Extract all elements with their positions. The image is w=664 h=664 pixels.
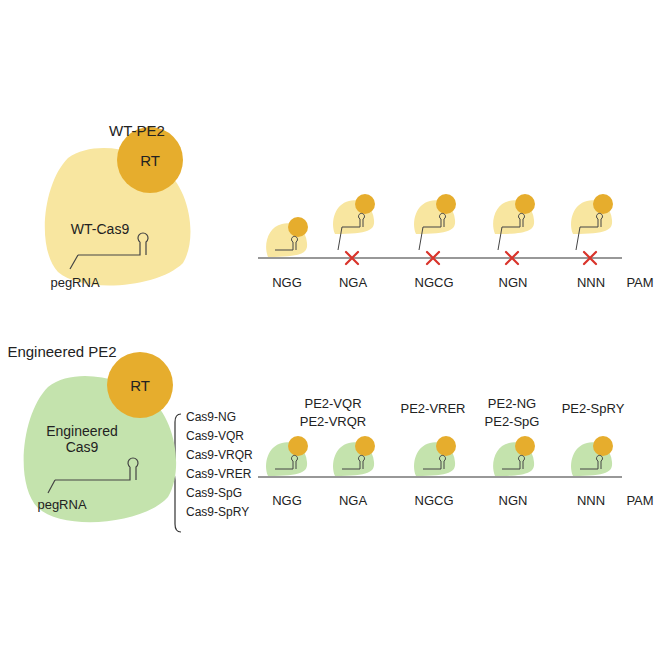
variant-name: Cas9-SpRY <box>186 506 249 520</box>
editor-name: PE2-VRER <box>400 402 465 417</box>
variant-name: Cas9-VRQR <box>186 449 253 463</box>
dna-line <box>258 257 622 258</box>
pam-label: NGCG <box>415 494 454 509</box>
pam-label: NGN <box>499 494 528 509</box>
red-x <box>346 252 596 264</box>
cas9-label: WT-Cas9 <box>71 221 129 237</box>
rt-circle: RT <box>107 352 173 418</box>
variant-name: Cas9-SpG <box>186 487 242 501</box>
editor-name: PE2-VQR <box>304 397 361 412</box>
variant-name: Cas9-VQR <box>186 430 244 444</box>
rt-label: RT <box>130 377 150 394</box>
dna-line <box>258 476 622 477</box>
editor-name: PE2-NG <box>488 397 536 412</box>
variant-name: Cas9-NG <box>186 411 236 425</box>
pam-label: PAM <box>626 494 653 509</box>
engineered-pe2-icon <box>266 436 613 476</box>
editor-name: PE2-SpG <box>485 415 540 430</box>
pe2-icon-raised <box>333 194 613 234</box>
pam-label: NGG <box>272 276 302 291</box>
pe2-icon <box>266 217 308 257</box>
editor-name: PE2-SpRY <box>562 402 625 417</box>
pam-label: NGG <box>272 494 302 509</box>
pegrna-label: pegRNA <box>37 498 86 513</box>
pam-label: NNN <box>577 276 605 291</box>
section-heading: Engineered PE2 <box>7 343 116 360</box>
editor-name: PE2-VRQR <box>300 415 366 430</box>
pam-label: PAM <box>626 276 653 291</box>
rt-label: RT <box>140 152 160 169</box>
cas9-shape: WT-PE2WT-Cas9RT <box>38 148 193 288</box>
pegrna-label: pegRNA <box>50 276 99 291</box>
pam-label: NGCG <box>415 276 454 291</box>
pam-label: NGA <box>339 276 367 291</box>
cas9-label: Engineered Cas9 <box>32 423 132 455</box>
variant-name: Cas9-VRER <box>186 468 251 482</box>
pam-label: NGA <box>339 494 367 509</box>
section-heading: WT-PE2 <box>109 122 165 139</box>
pam-label: NGN <box>499 276 528 291</box>
pam-label: NNN <box>577 494 605 509</box>
peg-tail <box>338 227 580 250</box>
